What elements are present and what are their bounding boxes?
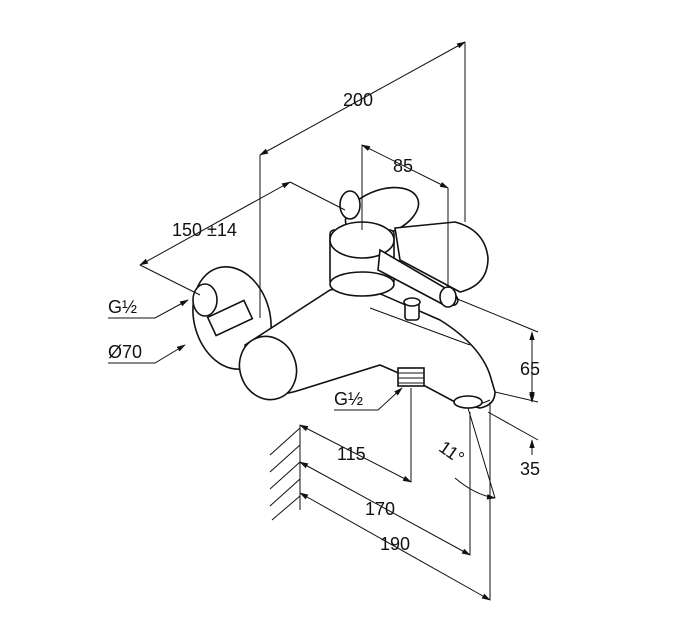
label-o70: Ø70 (108, 342, 142, 362)
label-65: 65 (520, 359, 540, 379)
leader-g12-left (108, 299, 189, 319)
end-cap (238, 335, 298, 401)
label-g12-left: G½ (108, 297, 137, 317)
label-150: 150 ±14 (172, 220, 237, 240)
label-g12-outlet: G½ (334, 389, 363, 409)
label-115: 115 (337, 444, 366, 464)
wall-hatching (269, 425, 301, 521)
dim-line-85 (361, 144, 449, 189)
label-200: 200 (343, 90, 373, 110)
label-85: 85 (393, 156, 413, 176)
leader-o70 (108, 344, 186, 364)
dimension-lines (108, 41, 535, 601)
label-190: 190 (380, 534, 410, 554)
dim-line-190 (299, 492, 491, 601)
label-170: 170 (365, 499, 395, 519)
dim-line-150 (139, 181, 291, 266)
dim-line-200 (259, 41, 466, 156)
label-11-deg: 11° (435, 437, 468, 468)
faucet-body (192, 186, 496, 409)
dim-arc-11 (454, 477, 496, 500)
label-35: 35 (520, 459, 540, 479)
leader-g12-outlet (334, 387, 403, 411)
